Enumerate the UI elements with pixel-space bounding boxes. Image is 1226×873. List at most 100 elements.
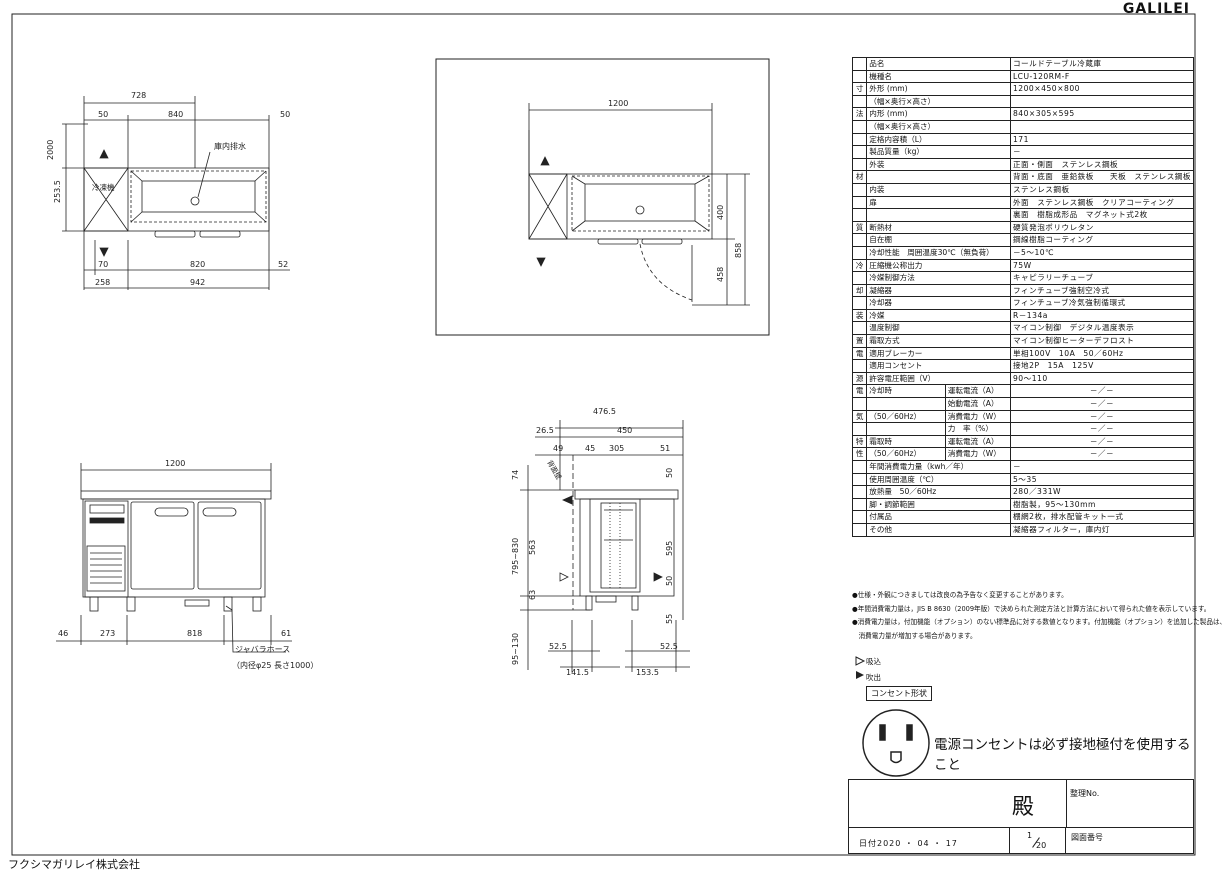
spec-group [851,132,868,147]
spec-label: 断熱材 [866,220,1011,235]
hose-size-label: （内径φ25 長さ1000） [232,660,318,670]
company-name: フクシマガリレイ株式会社 [8,858,140,871]
spec-group: 特 [851,434,868,449]
spec-row: 源許容電圧範囲（V）90～110 [851,371,1195,386]
spec-label: 適用ブレーカー [866,346,1011,361]
dim-text: 795~830 [511,538,520,575]
spec-row: 気（50／60Hz）消費電力（W）－／－ [851,409,1195,424]
detail-top-view [528,103,750,306]
spec-row: 冷却器フィンチューブ冷気強制循環式 [851,296,1195,310]
dim-text: 52.5 [660,642,678,651]
spec-label: その他 [866,522,1011,537]
dim-text: 400 [716,205,725,220]
spec-label: 冷却器 [866,296,1011,310]
spec-value: 171 [1009,132,1195,147]
spec-value: －／－ [1009,447,1195,461]
spec-value: 5～35 [1009,472,1195,487]
spec-label: （50／60Hz） [866,409,946,424]
spec-label [866,208,1011,222]
dim-text: 840 [168,110,183,119]
spec-value: 280／331W [1009,485,1195,499]
spec-group: 源 [851,371,868,386]
spec-label: 品名 [866,57,1011,71]
spec-sublabel: 消費電力（W） [944,409,1011,424]
spec-row: 冷媒制御方法キャピラリーチューブ [851,271,1195,285]
spec-row: 定格内容積（L）171 [851,132,1195,147]
top-view-body [83,167,270,232]
dim-text: 49 [553,444,563,453]
spec-group [851,69,868,84]
note-line: ●仕様・外観につきましては改良の為予告なく変更することがあります。 [852,591,1068,599]
spec-value: 単相100V 10A 50／60Hz [1009,346,1195,361]
dim-text: 1200 [608,99,628,108]
spec-value: － [1009,460,1195,474]
spec-row: 内装ステンレス鋼板 [851,182,1195,197]
dim-text: 728 [131,91,146,100]
spec-sublabel: 始動電流（A） [944,397,1011,411]
spec-label: 霜取時 [866,434,946,449]
spec-value: キャピラリーチューブ [1009,271,1195,285]
spec-value: － [1009,145,1195,159]
dim-text: 153.5 [636,668,659,677]
spec-label [866,422,946,436]
spec-label: 付属品 [866,510,1011,524]
spec-group [851,145,868,159]
dim-text: 50 [98,110,108,119]
spec-value: 凝縮器フィルター，庫内灯 [1009,522,1195,537]
spec-value: ステンレス鋼板 [1009,182,1195,197]
wall-label: 背面壁 [545,459,563,482]
spec-value: 1200×450×800 [1009,82,1195,96]
spec-label: 放熱量 50／60Hz [866,485,1011,499]
spec-group [851,208,868,222]
spec-group [851,182,868,197]
spec-row: その他凝縮器フィルター，庫内灯 [851,522,1195,537]
spec-label: 扉 [866,195,1011,210]
spec-row: 年間消費電力量（kwh／年）－ [851,460,1195,474]
spec-label: 圧縮機公称出力 [866,258,1011,273]
spec-row: 品名コールドテーブル冷蔵庫 [851,57,1195,71]
spec-label: 内形 (mm) [866,107,1011,121]
spec-group: 法 [851,107,868,121]
spec-row: 寸外形 (mm)1200×450×800 [851,82,1195,96]
dim-text: 95~130 [511,633,520,665]
dim-text: 305 [609,444,624,453]
spec-sublabel: 運転電流（A） [944,384,1011,399]
spec-value: 75W [1009,258,1195,273]
spec-value [1009,119,1195,134]
spec-value: 棚網2枚，排水配管キット一式 [1009,510,1195,524]
spec-group: 材 [851,170,868,184]
spec-label: 定格内容積（L） [866,132,1011,147]
spec-group: 質 [851,220,868,235]
dim-text: 46 [58,629,68,638]
dim-text: 63 [528,590,537,600]
spec-label [866,170,1011,184]
spec-row: 電冷却時運転電流（A）－／－ [851,384,1195,399]
spec-row: 特霜取時運転電流（A）－／－ [851,434,1195,449]
spec-row: 使用周囲温度（℃）5～35 [851,472,1195,487]
spec-group [851,510,868,524]
spec-group [851,157,868,172]
addressee-mark: 殿 [1011,795,1034,820]
spec-value: －／－ [1009,409,1195,424]
spec-group [851,422,868,436]
spec-row: 材背面・底面 亜鉛鉄板 天板 ステンレス鋼板 [851,170,1195,184]
spec-group: 寸 [851,82,868,96]
spec-value: －／－ [1009,384,1195,399]
dim-text: 258 [95,278,110,287]
spec-value: LCU-120RM-F [1009,69,1195,84]
spec-value: 鋼線樹脂コーティング [1009,233,1195,247]
spec-value: R－134a [1009,308,1195,323]
spec-sublabel: 力 率（%） [944,422,1011,436]
dim-text: 2000 [46,140,55,160]
spec-label: 許容電圧範囲（V） [866,371,1011,386]
dim-text: 450 [617,426,632,435]
spec-value: 裏面 樹脂成形品 マグネット式2枚 [1009,208,1195,222]
notes: ●仕様・外観につきましては改良の為予告なく変更することがあります。 ●年間消費電… [852,589,1226,643]
exhaust-label: 吹出 [866,673,881,682]
spec-label: 外形 (mm) [866,82,1011,96]
spec-label: 製品質量（kg） [866,145,1011,159]
spec-row: 性（50／60Hz）消費電力（W）－／－ [851,447,1195,461]
